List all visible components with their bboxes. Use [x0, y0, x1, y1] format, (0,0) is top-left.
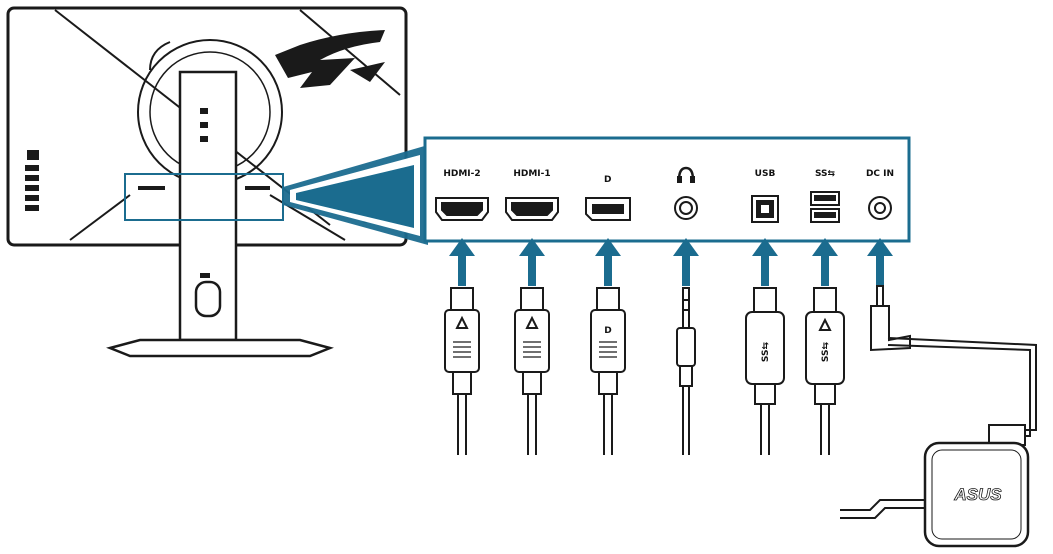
usb-b-cable-icon: SS⇆: [745, 287, 785, 455]
connection-arrow-icon: [752, 238, 778, 286]
superspeed-usb-logo-icon: SS⇆: [821, 341, 831, 362]
audio-plug-icon: [676, 287, 696, 455]
port-label: DC IN: [866, 169, 894, 179]
stand-button: [200, 108, 208, 114]
displayport-port-icon: [585, 197, 631, 221]
dc-plug-icon: [870, 285, 911, 352]
displayport-logo-icon: D: [604, 326, 611, 336]
headphone-icon: [677, 166, 695, 181]
hdmi-cable-icon: [514, 287, 550, 455]
port-row: [435, 191, 892, 223]
port-labels: HDMI-2 HDMI-1D USB SS⇆ DC IN: [443, 166, 894, 185]
side-label-icon: [25, 205, 39, 211]
usb-a-cable-icon: SS⇆: [805, 287, 845, 455]
connection-arrow-icon: [449, 238, 475, 286]
connection-arrow-icon: [595, 238, 621, 286]
usb-symbol-icon: SS⇆: [815, 169, 836, 179]
stand-base: [106, 338, 334, 358]
monitor-diagonal-line: [69, 194, 131, 241]
stand-button: [200, 122, 208, 128]
hdmi-port-icon: [435, 197, 489, 221]
side-label-icon: [25, 165, 39, 171]
rog-logo-icon: [275, 30, 385, 88]
hdmi-port-icon: [505, 197, 559, 221]
port-label: HDMI-2: [443, 169, 480, 179]
superspeed-usb-logo-icon: SS⇆: [761, 341, 771, 362]
monitor-rear-view: [6, 6, 408, 358]
headphone-jack-icon: [674, 196, 698, 220]
connection-arrow-icon: [812, 238, 838, 286]
side-label-icon: [25, 185, 39, 191]
usb-b-port-icon: [751, 195, 779, 223]
hdmi-cable-icon: [444, 287, 480, 455]
port-label: USB: [755, 169, 776, 179]
side-label-icon: [25, 195, 39, 201]
usb-a-port-icon: [810, 191, 840, 223]
port-panel: [423, 136, 911, 243]
port-label: HDMI-1: [513, 169, 550, 179]
displayport-logo-icon: D: [604, 175, 611, 185]
cable-clip-mark: [200, 273, 210, 278]
monitor-diagonal-line: [299, 9, 401, 96]
connection-arrow-icon: [673, 238, 699, 286]
dc-power-cable: [887, 337, 1037, 437]
side-label-icon: [27, 150, 39, 160]
side-label-icon: [25, 175, 39, 181]
dc-in-port-icon: [868, 196, 892, 220]
stand-button: [200, 136, 208, 142]
connection-arrow-icon: [519, 238, 545, 286]
displayport-cable-icon: D: [590, 287, 626, 455]
cable-clip: [194, 280, 222, 318]
connection-arrow-icon: [867, 238, 893, 286]
power-adapter: ASUS: [840, 424, 1030, 548]
arrow-row: [449, 238, 893, 286]
adapter-brand-label: ASUS: [953, 485, 1002, 504]
cable-row: D SS⇆ SS⇆: [444, 285, 911, 455]
